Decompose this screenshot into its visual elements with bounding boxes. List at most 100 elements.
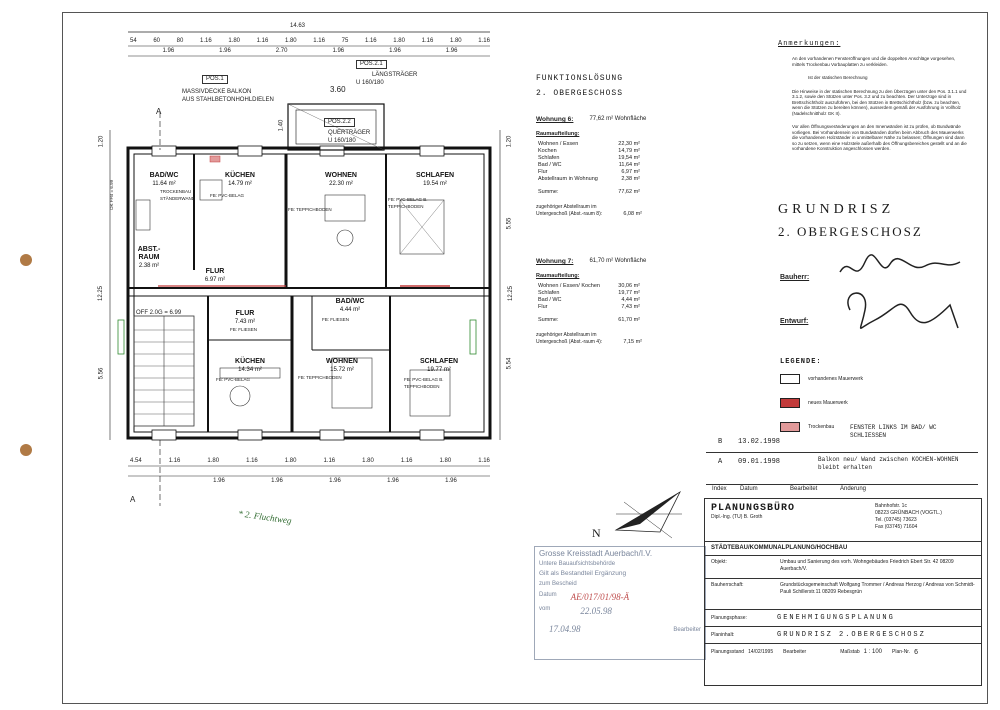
bottom-dims-row: 4.54 1.16 1.80 1.16 1.80 1.16 1.80 1.16 … xyxy=(130,458,490,465)
dim: 1.80 xyxy=(362,458,374,464)
dim: 1.96 xyxy=(162,48,175,54)
cell: Abstellraum in Wohnung xyxy=(538,176,598,182)
divider xyxy=(706,452,978,453)
bauherr-label: Bauherrschaft: xyxy=(711,582,744,588)
cell: 19,77 m² xyxy=(618,290,640,296)
funktion-title-2: 2. OBERGESCHOSS xyxy=(536,89,624,98)
stand-label: Planungsstand xyxy=(711,648,745,655)
right-dim: 5.54 xyxy=(506,357,513,370)
room-name: BAD/WC xyxy=(149,172,179,179)
w7-label: Wohnung 7: xyxy=(536,258,574,265)
laengstraeger-value: U 160/180 xyxy=(356,80,384,86)
room-area: 11.64 m² xyxy=(152,181,176,187)
room-area: 19.77 m² xyxy=(427,367,451,373)
dim: 1.16 xyxy=(478,458,490,464)
dim: 1.96 xyxy=(213,478,225,484)
room-note: TROCKENBAU STÄNDERWAND xyxy=(160,189,196,201)
entwurf-label: Entwurf: xyxy=(780,318,809,325)
cell: Summe: xyxy=(538,189,559,195)
rev-header-index: Index xyxy=(712,486,727,492)
mass-label: Maßstab xyxy=(840,648,860,655)
dim: 1.80 xyxy=(284,458,297,464)
legend-swatch xyxy=(780,398,800,408)
cell: Schlafen xyxy=(538,155,560,161)
office-tel: Tel. (03745) 73623 xyxy=(875,517,917,523)
room-area: 2.38 m² xyxy=(138,263,160,269)
cell: Wohnen / Essen xyxy=(538,141,579,147)
room-bad-wc: BAD/WC 11.64 m² xyxy=(136,172,192,188)
section-mark-bottom: A xyxy=(130,495,136,504)
dim: 1.96 xyxy=(389,48,401,54)
north-arrow-icon xyxy=(614,490,682,539)
objekt-value: Umbau und Sanierung des vorh. Wohngebäud… xyxy=(780,559,954,572)
office-street: Bahnhofstr. 1c xyxy=(875,503,907,509)
room-note: FB: FLIESEN xyxy=(230,327,258,332)
dim: 1.96 xyxy=(219,48,231,54)
top-dims-row: 54 60 80 1.16 1.80 1.16 1.80 1.16 75 1.1… xyxy=(130,38,490,45)
w6-label: Wohnung 6: xyxy=(536,116,574,123)
balcony-dim2: 1.40 xyxy=(278,119,285,132)
legend-swatch xyxy=(780,374,800,384)
stamp-line: zum Bescheid xyxy=(539,581,577,587)
rev-header-by: Bearbeitet xyxy=(790,486,818,492)
rev-date: 13.02.1998 xyxy=(738,438,781,446)
rev-change: FENSTER LINKS IM BAD/ WC SCHLIESSEN xyxy=(850,424,937,439)
nr-label: Plan-Nr. xyxy=(892,648,911,655)
room-area: 4.44 m² xyxy=(339,307,361,313)
legend-label: Trockenbau xyxy=(808,423,835,430)
room-name: BAD/WC xyxy=(335,298,365,305)
dim: 4.54 xyxy=(130,458,142,464)
w7-sub: Raumaufteilung: xyxy=(536,273,580,279)
w7-extra: 7,15 m² xyxy=(623,339,642,345)
left-dim: 12.25 xyxy=(98,285,105,302)
dim: 1.80 xyxy=(439,458,452,464)
cell: Bad / WC xyxy=(538,297,562,303)
bauherr-label: Bauherr: xyxy=(780,274,810,281)
cell: Wohnen / Essen/ Kochen xyxy=(538,283,600,289)
divider xyxy=(706,484,978,485)
dimension-lines xyxy=(109,31,501,506)
stamp-line: vom xyxy=(539,606,551,612)
dim: 1.16 xyxy=(168,458,181,464)
room-name: SCHLAFEN xyxy=(415,172,455,179)
room-area: 6.97 m² xyxy=(204,277,226,283)
dim: 1.16 xyxy=(421,38,434,44)
legend: LEGENDE: vorhandenes Mauerwerk neues Mau… xyxy=(780,358,970,432)
right-dim: 5.55 xyxy=(506,217,513,230)
note-item: Vor allen Öffnungsveränderungen an den I… xyxy=(792,124,967,151)
punch-hole xyxy=(20,444,32,456)
office-person: Dipl.-Ing. (TU) B. Groth xyxy=(711,514,763,520)
room-note: FB: TEPPICHBODEN xyxy=(288,207,332,212)
dim: 1.16 xyxy=(400,458,413,464)
title-2: 2. OBERGESCHOSZ xyxy=(778,224,923,239)
cell: 14,79 m² xyxy=(618,148,640,154)
top-dim-total: 14.63 xyxy=(290,23,306,29)
dim: 75 xyxy=(341,38,349,44)
mass-value: 1 : 100 xyxy=(863,648,883,655)
room-note: FB: TEPPICHBODEN xyxy=(298,375,342,380)
room-note: FB: PVC-BELAG B. TEPPICHBODEN xyxy=(388,197,428,209)
room-note: FB: PVC-BELAG xyxy=(216,377,251,382)
bauherr-value: Grundstücksgemeinschaft Wolfgang Trommer… xyxy=(780,582,975,595)
legend-heading: LEGENDE: xyxy=(780,358,822,366)
punch-hole xyxy=(20,254,32,266)
dim: 1.96 xyxy=(445,478,457,484)
cell: Kochen xyxy=(538,148,557,154)
stand-value: 14/02/1995 xyxy=(748,648,774,655)
room-note: FB: FLIESEN xyxy=(322,317,350,322)
room-name: FLUR xyxy=(205,268,225,275)
plan-value: GRUNDRISZ 2.OBERGESCHOSZ xyxy=(777,631,926,639)
title-1: GRUNDRISZ xyxy=(778,202,895,217)
room-flur-1: FLUR 6.97 m² xyxy=(180,268,250,284)
cell: 77,62 m² xyxy=(618,189,640,195)
objekt-label: Objekt: xyxy=(711,559,727,565)
